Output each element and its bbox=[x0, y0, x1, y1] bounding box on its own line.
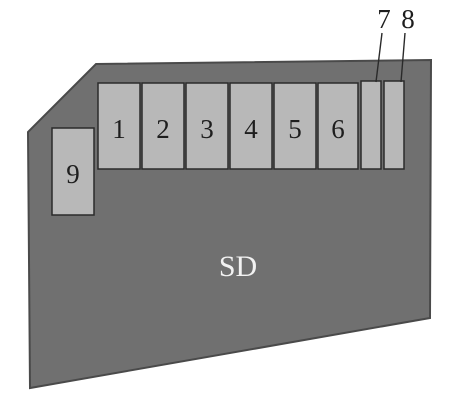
pin-6-label: 6 bbox=[331, 114, 345, 144]
pin-3-contact bbox=[185, 82, 229, 170]
pin-7-contact bbox=[360, 80, 382, 170]
pin-7-label: 7 bbox=[377, 4, 391, 34]
pin-5-label: 5 bbox=[288, 114, 302, 144]
pin-7-leader-line bbox=[375, 32, 383, 83]
pin-3-label: 3 bbox=[200, 114, 214, 144]
pin-4-contact bbox=[229, 82, 273, 170]
pin-9-label: 9 bbox=[66, 159, 80, 189]
pin-5-contact bbox=[273, 82, 317, 170]
pin-2-label: 2 bbox=[156, 114, 170, 144]
pin-2-contact bbox=[141, 82, 185, 170]
pin-8-leader-line bbox=[400, 32, 406, 83]
pin-8-contact bbox=[383, 80, 405, 170]
pin-4-label: 4 bbox=[244, 114, 258, 144]
card-type-label: SD bbox=[219, 250, 257, 283]
pin-6-contact bbox=[317, 82, 359, 170]
pin-1-contact bbox=[97, 82, 141, 170]
pin-1-label: 1 bbox=[112, 114, 126, 144]
pin-8-label: 8 bbox=[401, 4, 415, 34]
pin-9-contact bbox=[51, 127, 95, 216]
